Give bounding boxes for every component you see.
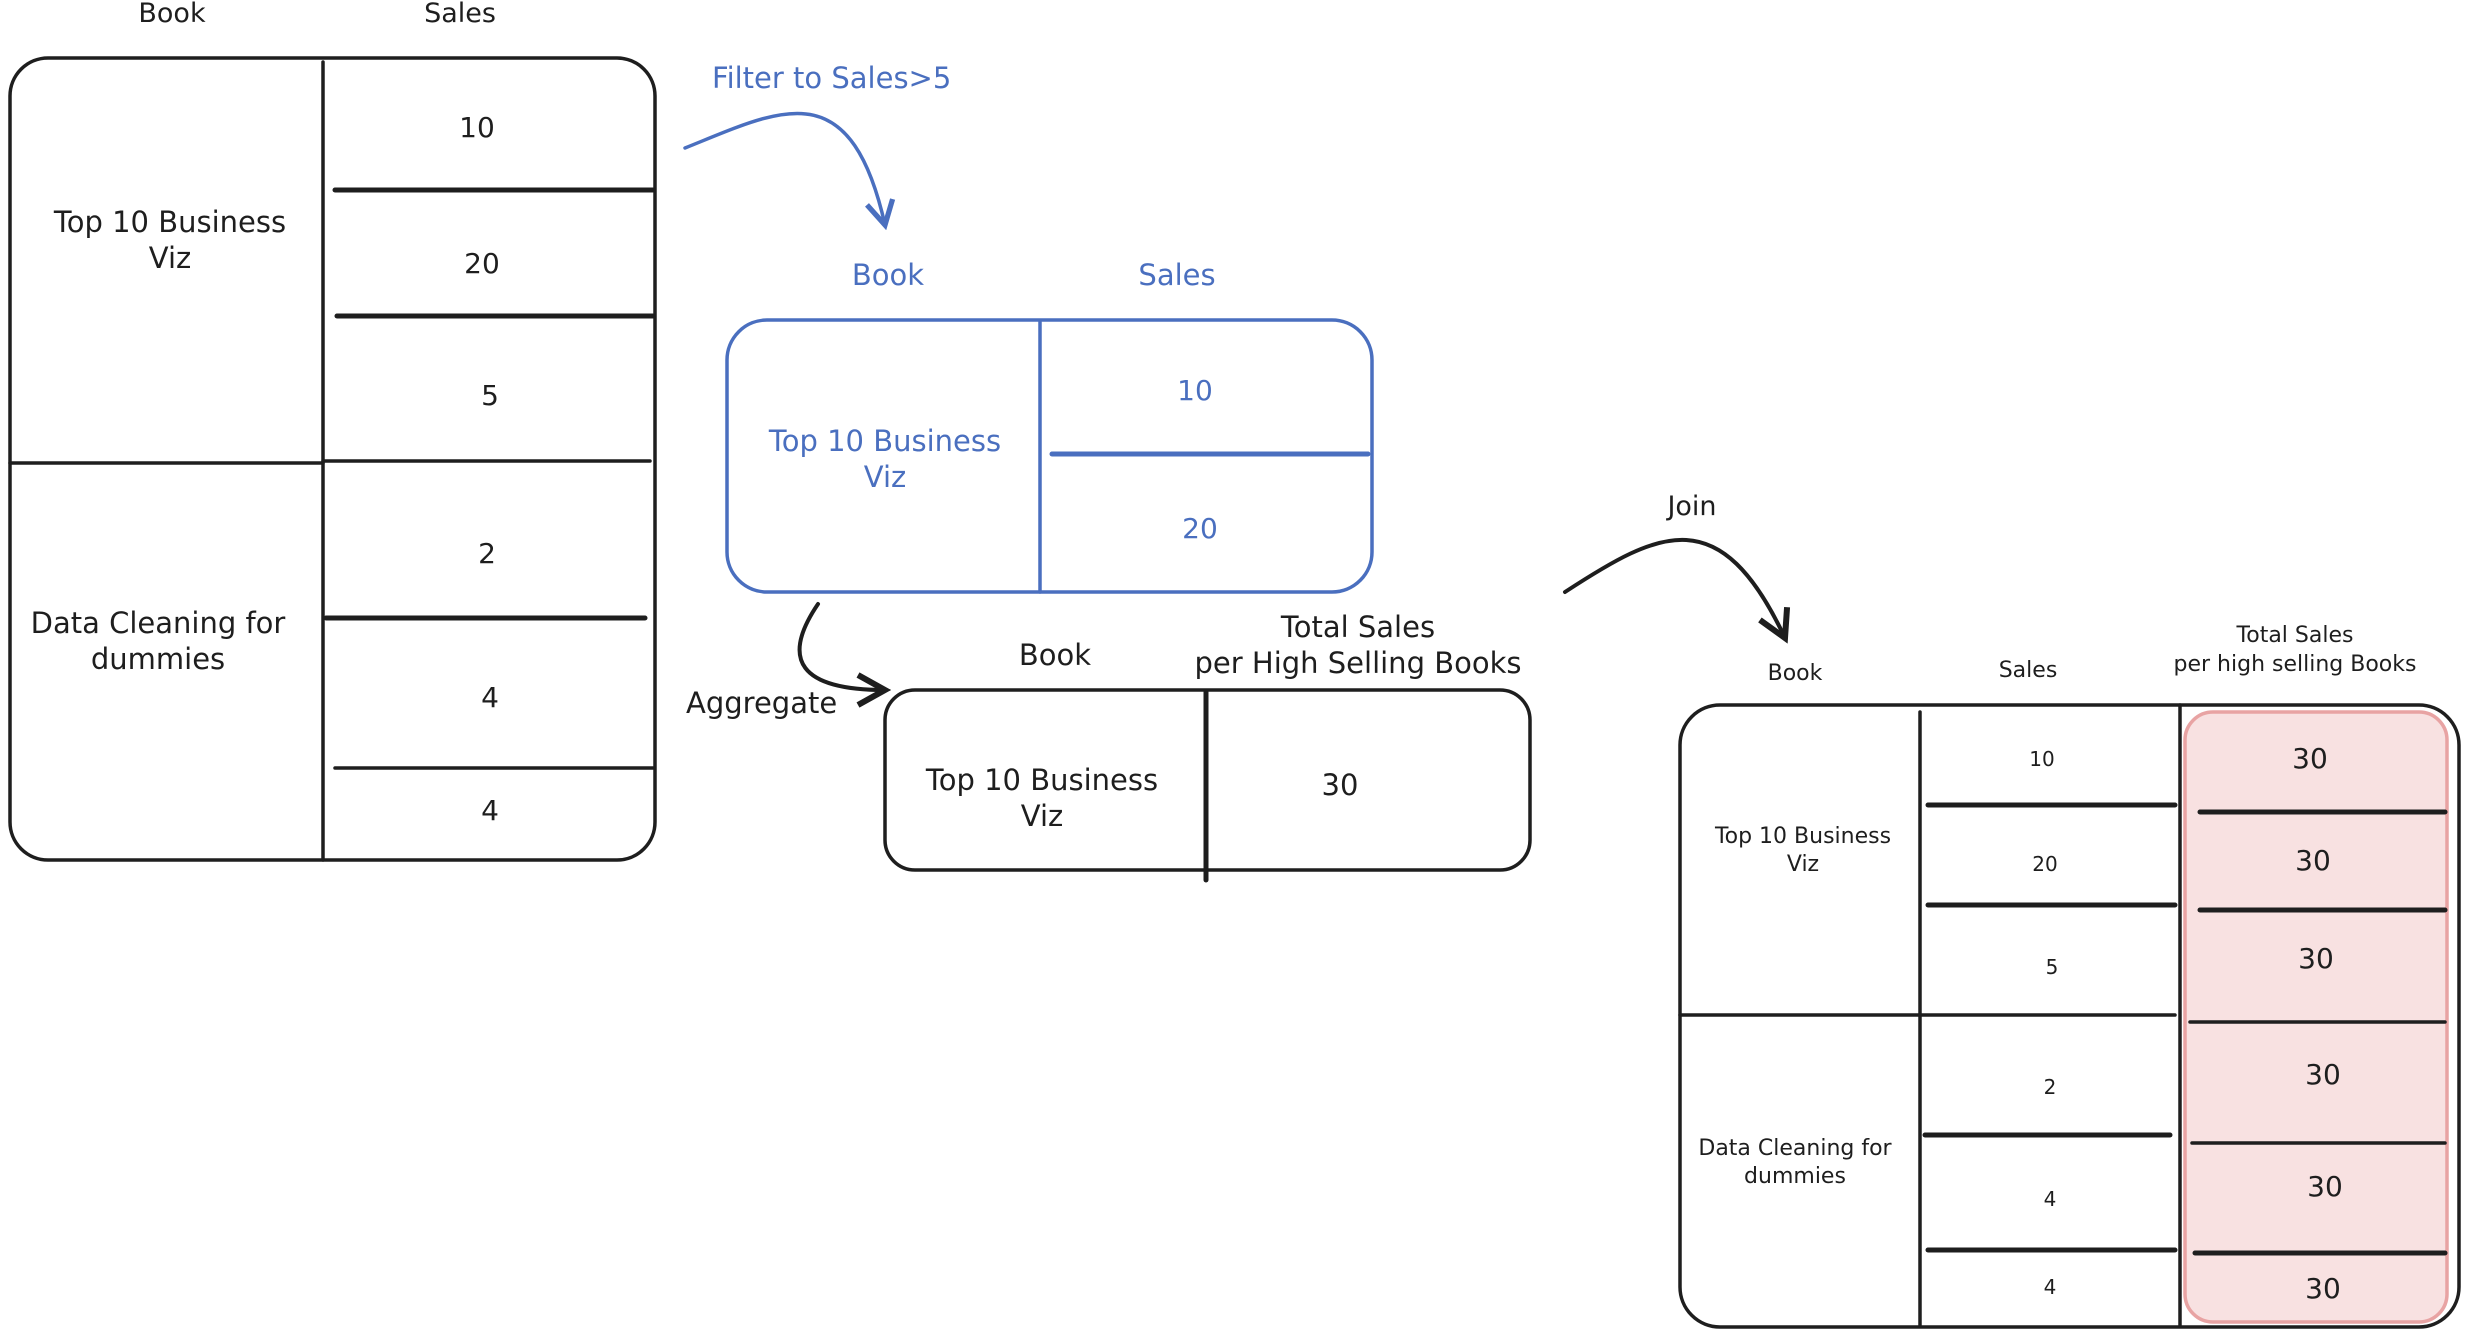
text-line: per high selling Books: [2174, 652, 2417, 677]
joined-total-cell: 30: [2292, 742, 2328, 775]
source-sales-cell: 20: [464, 247, 500, 280]
text-line: dummies: [91, 642, 225, 676]
filtered-table: [725, 318, 1374, 594]
text-line: Viz: [1787, 852, 1819, 877]
join-label: Join: [1665, 491, 1716, 522]
joined-header-book: Book: [1768, 661, 1823, 686]
total-column-highlight: [2183, 710, 2449, 1324]
filter-label: Filter to Sales>5: [712, 61, 951, 95]
aggregated-total-cell: 30: [1322, 768, 1359, 802]
text-line: Top 10 Business: [768, 424, 1001, 458]
joined-sales-cell: 4: [2044, 1187, 2057, 1211]
joined-header-sales: Sales: [1999, 658, 2058, 683]
aggregate-arrow: [797, 602, 885, 690]
text-line: dummies: [1744, 1164, 1846, 1189]
filtered-header-sales: Sales: [1138, 258, 1215, 292]
text-line: Data Cleaning for: [1698, 1136, 1892, 1161]
joined-total-cell: 30: [2298, 942, 2334, 975]
text-line: Top 10 Business: [1714, 824, 1891, 849]
filtered-sales-cell: 10: [1177, 374, 1213, 407]
aggregated-header-book: Book: [1019, 638, 1091, 672]
joined-total-cell: 30: [2305, 1058, 2341, 1091]
joined-sales-cell: 5: [2046, 955, 2059, 979]
joined-header-total: Total Sales per high selling Books: [2174, 623, 2417, 677]
joined-sales-cell: 4: [2044, 1275, 2057, 1299]
text-line: Total Sales: [2236, 623, 2354, 648]
source-table-border: [8, 56, 657, 862]
joined-table: [1678, 703, 2461, 1329]
text-line: Data Cleaning for: [31, 606, 286, 640]
source-sales-cell: 2: [478, 537, 496, 570]
source-header-book: Book: [138, 0, 206, 29]
aggregated-table: [883, 688, 1532, 883]
text-line: Total Sales: [1280, 610, 1435, 644]
filter-arrow: [683, 111, 885, 225]
source-sales-cell: 4: [481, 794, 499, 827]
source-sales-cell: 10: [459, 111, 495, 144]
joined-book-cell: Data Cleaning for dummies: [1698, 1136, 1892, 1189]
filtered-sales-cell: 20: [1182, 512, 1218, 545]
source-table: [8, 56, 657, 862]
text-line: Top 10 Business: [53, 205, 286, 239]
text-line: Top 10 Business: [925, 763, 1158, 797]
joined-total-cell: 30: [2305, 1272, 2341, 1305]
filtered-table-border: [725, 318, 1374, 594]
text-line: per High Selling Books: [1195, 646, 1522, 680]
joined-sales-cell: 20: [2032, 852, 2057, 876]
source-header-sales: Sales: [424, 0, 496, 29]
text-line: Viz: [864, 460, 906, 494]
source-sales-cell: 4: [481, 681, 499, 714]
filtered-header-book: Book: [852, 258, 924, 292]
joined-total-cell: 30: [2307, 1170, 2343, 1203]
joined-table-text: Book Sales Total Sales per high selling B…: [1698, 623, 2416, 1305]
aggregate-label: Aggregate: [686, 686, 837, 720]
joined-sales-cell: 10: [2029, 747, 2054, 771]
text-line: Viz: [149, 241, 191, 275]
joined-sales-cell: 2: [2044, 1075, 2057, 1099]
joined-total-cell: 30: [2295, 844, 2331, 877]
source-sales-cell: 5: [481, 379, 499, 412]
text-line: Viz: [1021, 799, 1063, 833]
join-arrow: [1563, 537, 1785, 638]
